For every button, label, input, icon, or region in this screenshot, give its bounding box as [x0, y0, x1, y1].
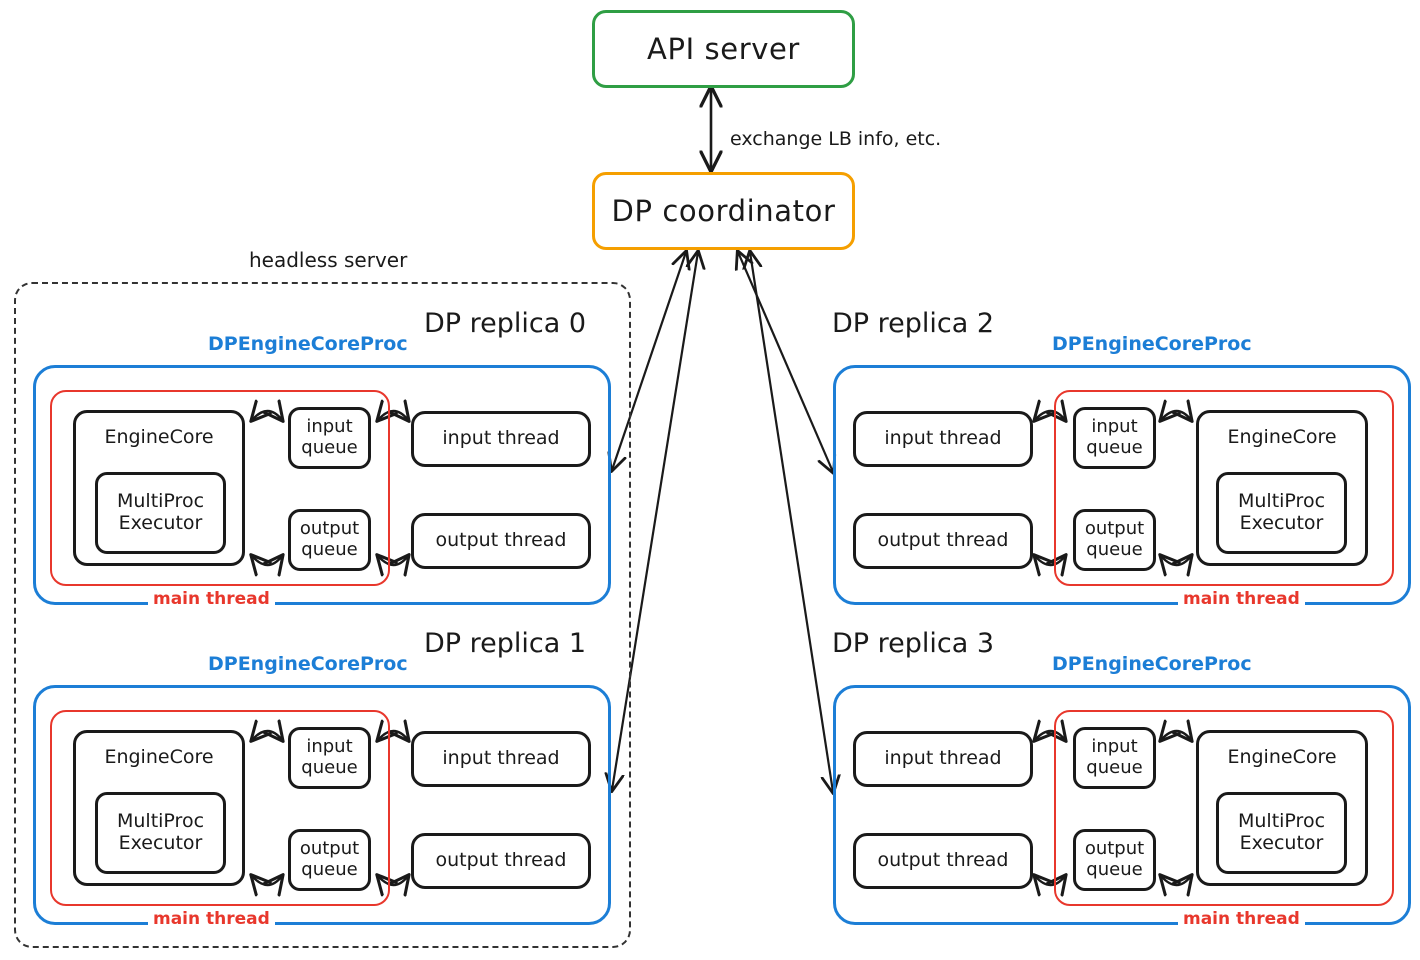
input-queue-label: input queue: [1086, 736, 1143, 778]
replica-1-proc-box: [33, 685, 611, 925]
output-queue-label: output queue: [299, 838, 360, 880]
replica-3-output-queue[interactable]: output queue: [1073, 829, 1156, 891]
input-thread-label: input thread: [884, 747, 1002, 770]
replica-3-multiproc-executor[interactable]: MultiProc Executor: [1216, 792, 1347, 874]
headless-server-label: headless server: [249, 248, 408, 272]
replica-0-title: DP replica 0: [424, 308, 587, 339]
replica-3-output-thread[interactable]: output thread: [853, 833, 1033, 889]
replica-1-main-thread-label: main thread: [148, 909, 275, 929]
output-queue-label: output queue: [299, 518, 360, 560]
replica-3-proc-label: DPEngineCoreProc: [1052, 653, 1252, 675]
replica-0-proc-label: DPEngineCoreProc: [208, 333, 408, 355]
multiproc-executor-label: MultiProc Executor: [116, 490, 205, 534]
engine-core-label: EngineCore: [104, 426, 214, 448]
replica-2-proc-box: [833, 365, 1411, 605]
api-server-node[interactable]: API server: [592, 10, 855, 88]
replica-3-title: DP replica 3: [832, 628, 995, 659]
replica-1-proc-label: DPEngineCoreProc: [208, 653, 408, 675]
replica-3-engine-core[interactable]: EngineCore: [1196, 730, 1368, 886]
replica-1-title: DP replica 1: [424, 628, 587, 659]
replica-0-input-queue[interactable]: input queue: [288, 407, 371, 469]
replica-1-multiproc-executor[interactable]: MultiProc Executor: [95, 792, 226, 874]
replica-2-input-thread[interactable]: input thread: [853, 411, 1033, 467]
multiproc-executor-label: MultiProc Executor: [1237, 490, 1326, 534]
exchange-info-label: exchange LB info, etc.: [730, 128, 942, 150]
replica-1-main-thread-box: [50, 710, 390, 906]
replica-0-proc-box: [33, 365, 611, 605]
replica-0-main-thread-label: main thread: [148, 589, 275, 609]
output-queue-label: output queue: [1084, 838, 1145, 880]
api-server-label: API server: [647, 32, 800, 66]
replica-2-output-queue[interactable]: output queue: [1073, 509, 1156, 571]
replica-2-title: DP replica 2: [832, 308, 995, 339]
replica-3-proc-box: [833, 685, 1411, 925]
output-thread-label: output thread: [877, 529, 1009, 552]
replica-2-main-thread-box: [1054, 390, 1394, 586]
engine-core-label: EngineCore: [104, 746, 214, 768]
input-thread-label: input thread: [442, 747, 560, 770]
replica-1-output-queue[interactable]: output queue: [288, 829, 371, 891]
replica-3-main-thread-label: main thread: [1178, 909, 1305, 929]
multiproc-executor-label: MultiProc Executor: [116, 810, 205, 854]
replica-2-multiproc-executor[interactable]: MultiProc Executor: [1216, 472, 1347, 554]
dp-coordinator-node[interactable]: DP coordinator: [592, 172, 855, 250]
replica-3-input-thread[interactable]: input thread: [853, 731, 1033, 787]
output-thread-label: output thread: [877, 849, 1009, 872]
replica-0-output-thread[interactable]: output thread: [411, 513, 591, 569]
headless-server-group: [14, 282, 631, 948]
replica-2-main-thread-label: main thread: [1178, 589, 1305, 609]
input-thread-label: input thread: [884, 427, 1002, 450]
replica-0-input-thread[interactable]: input thread: [411, 411, 591, 467]
replica-2-proc-label: DPEngineCoreProc: [1052, 333, 1252, 355]
replica-0-main-thread-box: [50, 390, 390, 586]
input-queue-label: input queue: [301, 736, 358, 778]
replica-3-input-queue[interactable]: input queue: [1073, 727, 1156, 789]
replica-1-input-thread[interactable]: input thread: [411, 731, 591, 787]
input-queue-label: input queue: [301, 416, 358, 458]
replica-0-output-queue[interactable]: output queue: [288, 509, 371, 571]
replica-0-engine-core[interactable]: EngineCore: [73, 410, 245, 566]
output-thread-label: output thread: [435, 529, 567, 552]
engine-core-label: EngineCore: [1227, 746, 1337, 768]
dp-coordinator-label: DP coordinator: [611, 194, 836, 228]
replica-1-input-queue[interactable]: input queue: [288, 727, 371, 789]
engine-core-label: EngineCore: [1227, 426, 1337, 448]
replica-2-engine-core[interactable]: EngineCore: [1196, 410, 1368, 566]
replica-1-output-thread[interactable]: output thread: [411, 833, 591, 889]
output-queue-label: output queue: [1084, 518, 1145, 560]
replica-3-main-thread-box: [1054, 710, 1394, 906]
replica-1-engine-core[interactable]: EngineCore: [73, 730, 245, 886]
replica-2-input-queue[interactable]: input queue: [1073, 407, 1156, 469]
replica-2-output-thread[interactable]: output thread: [853, 513, 1033, 569]
input-thread-label: input thread: [442, 427, 560, 450]
replica-0-multiproc-executor[interactable]: MultiProc Executor: [95, 472, 226, 554]
output-thread-label: output thread: [435, 849, 567, 872]
multiproc-executor-label: MultiProc Executor: [1237, 810, 1326, 854]
input-queue-label: input queue: [1086, 416, 1143, 458]
